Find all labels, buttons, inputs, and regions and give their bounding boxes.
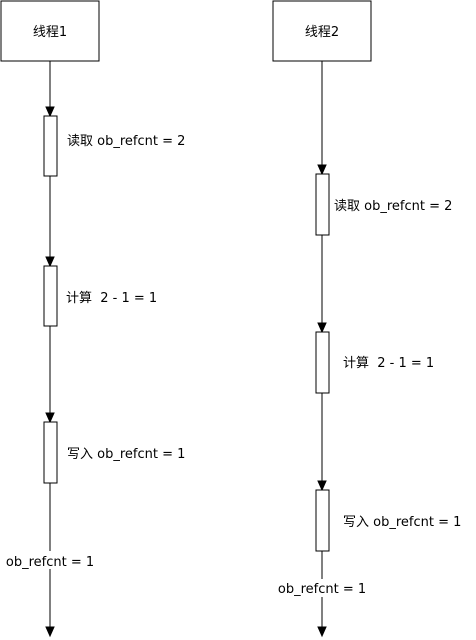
thread-1-arrowhead	[45, 412, 55, 424]
thread-1-activation-bar	[43, 421, 58, 484]
thread-1-step-write: 写入 ob_refcnt = 1	[67, 447, 185, 462]
thread-1-title: 线程1	[33, 25, 67, 40]
thread-1-arrowhead	[45, 256, 55, 268]
thread-2-step-read: 读取 ob_refcnt = 2	[334, 199, 452, 214]
thread-2-result: ob_refcnt = 1	[278, 582, 366, 597]
thread-1-step-compute: 计算 2 - 1 = 1	[66, 291, 157, 306]
thread-2-column: 线程2 读取 ob_refcnt = 2 计算 2 - 1 = 1 写入 ob_…	[272, 0, 461, 638]
thread-2-activation-bar	[315, 489, 330, 552]
thread-2-arrowhead	[317, 164, 327, 176]
thread-2-step-write: 写入 ob_refcnt = 1	[343, 515, 461, 530]
thread-2-step-compute: 计算 2 - 1 = 1	[343, 356, 434, 371]
thread-2-arrowhead	[317, 480, 327, 492]
thread-2-arrowhead	[317, 626, 327, 638]
thread-2-activation-bar	[315, 331, 330, 394]
thread-1-result-label-bg	[7, 551, 93, 569]
thread-2-result-label-bg	[278, 579, 366, 597]
thread-2-activation-bar	[315, 173, 330, 236]
thread-1-arrowhead	[45, 626, 55, 638]
thread-2-arrowhead	[317, 322, 327, 334]
thread-1-activation-bar	[43, 115, 58, 177]
thread-1-column: 线程1 读取 ob_refcnt = 2 计算 2 - 1 = 1 写入 ob_…	[0, 0, 185, 638]
thread-2-header-box	[272, 0, 372, 62]
thread-1-step-read: 读取 ob_refcnt = 2	[67, 134, 185, 149]
thread-1-result: ob_refcnt = 1	[6, 555, 94, 570]
thread-1-arrowhead	[45, 106, 55, 118]
thread-1-header-box	[0, 0, 100, 62]
thread-1-activation-bar	[43, 265, 58, 327]
thread-2-title: 线程2	[305, 25, 339, 40]
